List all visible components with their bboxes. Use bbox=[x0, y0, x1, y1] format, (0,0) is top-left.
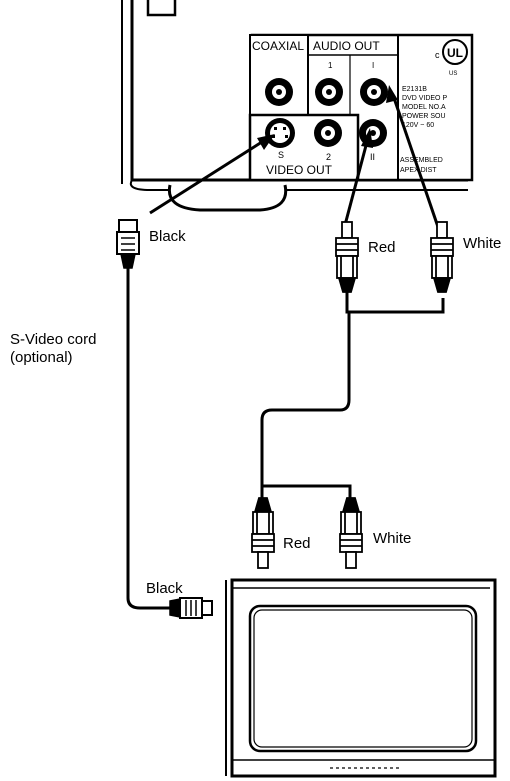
svideo-cord bbox=[116, 219, 213, 619]
audio-out-label: AUDIO OUT bbox=[313, 39, 380, 53]
tv-screen bbox=[248, 604, 478, 753]
spec-line: DVD VIDEO P bbox=[402, 95, 447, 102]
spec-line: POWER SOU bbox=[402, 113, 446, 120]
svideo-jack-label: S bbox=[278, 150, 284, 160]
television bbox=[225, 578, 497, 778]
audio-jack-1-left bbox=[315, 78, 343, 106]
black-label-bottom: Black bbox=[146, 580, 183, 597]
jack-1-left-label: 1 bbox=[328, 61, 333, 70]
coaxial-jack bbox=[265, 78, 293, 106]
audio-jack-2-left bbox=[314, 119, 342, 147]
red-label-top: Red bbox=[368, 239, 396, 256]
rca-plug-white-bottom bbox=[339, 497, 363, 569]
jack-1-right-label: I bbox=[372, 61, 374, 70]
ul-us-text: US bbox=[449, 71, 457, 77]
svideo-plug-bottom bbox=[169, 597, 213, 619]
audio-cable bbox=[260, 288, 445, 500]
assembled-line: ASSEMBLED bbox=[400, 157, 443, 164]
ul-certification-logo: UL c US bbox=[435, 39, 468, 77]
video-out-label: VIDEO OUT bbox=[266, 163, 333, 177]
spec-line: 120V ~ 60 bbox=[402, 122, 434, 129]
svideo-plug-top bbox=[116, 219, 140, 269]
rca-plug-white-top bbox=[430, 221, 454, 293]
jack-2-left-label: 2 bbox=[326, 152, 331, 162]
spec-line: MODEL NO.A bbox=[402, 104, 446, 111]
black-label-top: Black bbox=[149, 228, 186, 245]
white-label-bottom: White bbox=[373, 530, 412, 547]
svideo-jack bbox=[265, 118, 295, 148]
connector-panel: COAXIAL AUDIO OUT 1 I 2 II S VIDEO OUT bbox=[248, 33, 474, 182]
connection-arrows bbox=[149, 85, 440, 228]
rca-plug-red-top bbox=[335, 221, 359, 293]
svideo-optional-label: (optional) bbox=[10, 349, 73, 366]
rca-plug-red-bottom bbox=[251, 497, 275, 569]
red-label-bottom: Red bbox=[283, 535, 311, 552]
audio-jack-1-right bbox=[360, 78, 388, 106]
ul-mark-text: UL bbox=[447, 46, 463, 60]
white-label-top: White bbox=[463, 235, 502, 252]
svideo-cord-label: S-Video cord bbox=[10, 331, 97, 348]
coaxial-label: COAXIAL bbox=[252, 39, 304, 53]
jack-2-right-label: II bbox=[370, 152, 375, 162]
spec-line: E2131B bbox=[402, 86, 427, 93]
ul-c-text: c bbox=[435, 50, 440, 60]
